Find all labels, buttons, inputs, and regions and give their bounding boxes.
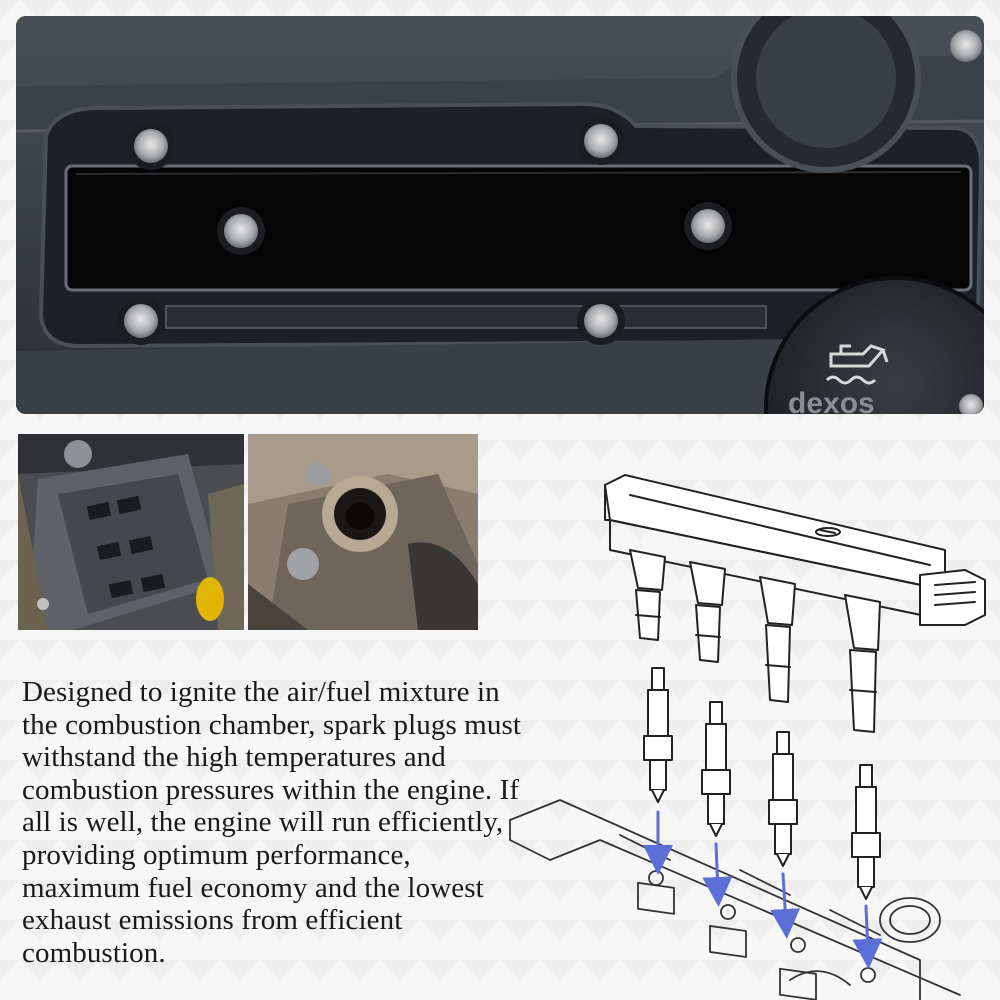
cylinder-head-outline	[509, 799, 961, 1000]
ignition-coil-diagram	[490, 440, 1000, 1000]
description-text: Designed to ignite the air/fuel mixture …	[22, 676, 521, 969]
hero-photo-valve-cover: dexos	[16, 16, 984, 414]
oil-can-icon	[825, 344, 889, 385]
thumbnail-spark-plug-well-illustration	[248, 434, 478, 630]
coil-pack	[604, 474, 986, 733]
thumbnail-engine-bay-illustration	[18, 434, 244, 630]
hero-bolts	[117, 30, 982, 345]
thumbnail-spark-plug-well	[248, 434, 478, 630]
spark-plug-4	[851, 764, 881, 900]
ignition-coil-diagram-svg	[509, 474, 986, 1000]
insertion-arrows	[643, 810, 883, 969]
hero-illustration: dexos	[16, 16, 984, 414]
spark-plug-3	[768, 731, 798, 867]
oil-cap: dexos	[764, 276, 984, 414]
thumbnail-engine-bay	[18, 434, 244, 630]
spark-plug-1	[643, 667, 673, 803]
oil-cap-brand: dexos	[788, 387, 875, 414]
spark-plug-2	[701, 701, 731, 837]
spark-plugs	[643, 667, 881, 900]
